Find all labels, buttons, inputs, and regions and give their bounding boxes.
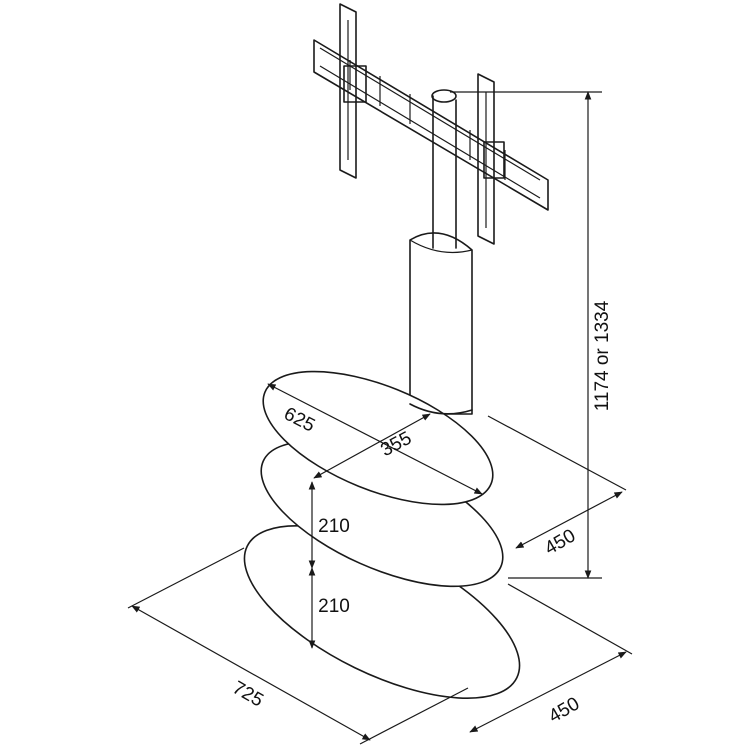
dim-upper-depth: 450 <box>487 415 627 559</box>
dim-base-width-label: 725 <box>229 677 267 711</box>
dim-gap-upper-label: 210 <box>318 516 350 537</box>
tv-mount-bracket <box>313 3 549 245</box>
dim-total-height-label: 1174 or 1334 <box>592 300 613 411</box>
dim-upper-depth-label: 450 <box>541 525 579 559</box>
dim-total-height: 1174 or 1334 <box>450 91 613 579</box>
stand-column <box>409 89 473 415</box>
dim-gap-lower-label: 210 <box>318 596 350 617</box>
dim-base-depth-label: 450 <box>545 693 583 727</box>
dim-gap-upper: 210 <box>308 481 350 569</box>
